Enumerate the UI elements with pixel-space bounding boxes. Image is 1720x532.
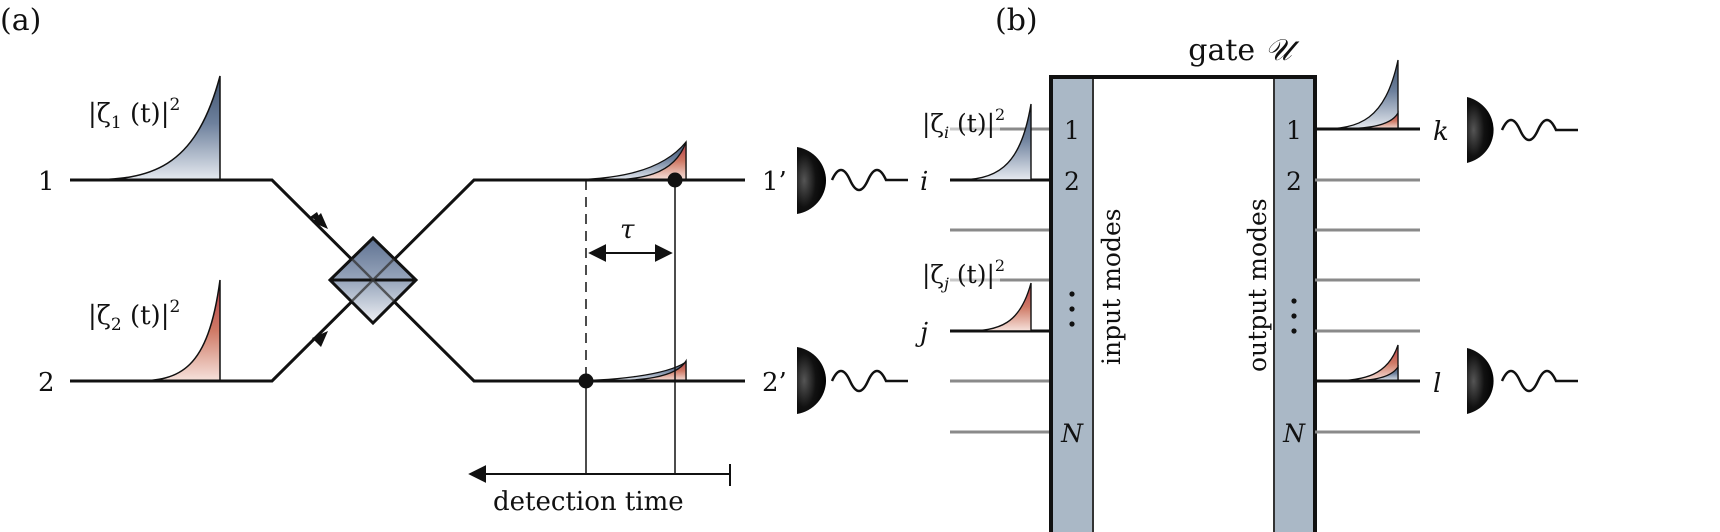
output-vdots xyxy=(1291,298,1297,334)
detector-1prime-icon xyxy=(797,147,908,214)
panel-b-label: (b) xyxy=(995,3,1038,38)
input-modes-column xyxy=(1053,79,1093,532)
panel-b: (b) gate 𝒰 xyxy=(915,3,1578,532)
input-port-2-label: 2 xyxy=(38,368,55,398)
input-pulse-i xyxy=(954,103,1032,181)
output-port-1prime-label: 1’ xyxy=(762,167,787,197)
output-mode-grey-lines xyxy=(1315,178,1420,434)
panel-a: (a) 1 2 |ζ1 (t)|2 |ζ2 (t)|2 xyxy=(0,3,908,517)
pulse-label-mode-i: |ζi (t)|2 xyxy=(922,105,1005,142)
output-index-2: 2 xyxy=(1286,167,1302,196)
detector-k-icon xyxy=(1467,97,1578,163)
detector-2prime-icon xyxy=(797,347,908,414)
output-index-1: 1 xyxy=(1286,116,1302,145)
detection-time-label: detection time xyxy=(493,487,684,517)
output-modes-label: output modes xyxy=(1243,198,1272,372)
input-modes-label: input modes xyxy=(1097,208,1126,365)
pulse-label-mode-1: |ζ1 (t)|2 xyxy=(88,95,180,133)
output-port-2prime-label: 2’ xyxy=(762,368,787,398)
direction-arrow-2-head xyxy=(312,331,328,347)
input-pulse-j xyxy=(964,282,1032,332)
gate-box xyxy=(1049,75,1317,532)
output-mode-k-label: k xyxy=(1433,117,1449,147)
input-mode-i-label: i xyxy=(920,167,928,197)
delay-label: τ xyxy=(620,215,635,245)
beam-splitter xyxy=(327,235,419,326)
input-index-n: N xyxy=(1060,419,1084,448)
pulse-label-mode-j: |ζj (t)|2 xyxy=(922,256,1005,293)
input-index-1: 1 xyxy=(1064,116,1080,145)
input-port-1-label: 1 xyxy=(38,167,55,197)
gate-title: gate 𝒰 xyxy=(1188,33,1299,68)
output-pulse-k-blue xyxy=(1319,59,1399,130)
pulse-label-mode-2: |ζ2 (t)|2 xyxy=(88,297,180,335)
panel-a-label: (a) xyxy=(0,3,41,38)
detection-dot-2prime xyxy=(578,373,594,389)
input-vdots xyxy=(1069,291,1075,327)
input-mode-j-label: j xyxy=(915,318,928,348)
output-index-n: N xyxy=(1282,419,1306,448)
output-mode-l-label: l xyxy=(1433,369,1441,399)
input-index-2: 2 xyxy=(1064,167,1080,196)
output-modes-column xyxy=(1274,79,1313,532)
direction-arrow-1-head xyxy=(312,213,328,229)
detector-l-icon xyxy=(1467,348,1578,414)
detection-dot-1prime xyxy=(667,172,683,188)
